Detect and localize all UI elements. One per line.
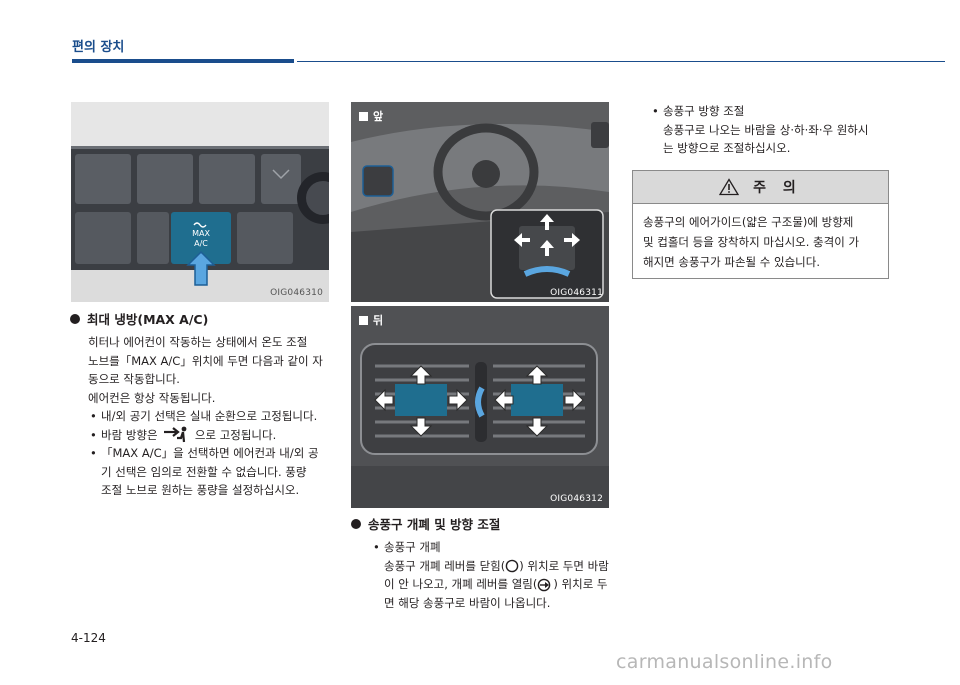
max-ac-button-label: MAX A/C: [171, 229, 231, 249]
figure-code: OIG046310: [270, 288, 323, 298]
watermark: carmanualsonline.info: [616, 651, 833, 673]
vent-line-2-post: ) 위치로 두: [553, 577, 608, 591]
caution-line-1: 송풍구의 에어가이드(얇은 구조물)에 방향제: [643, 215, 854, 229]
max-ac-bullet-3-line2: 기 선택은 임의로 전환할 수 없습니다. 풍량: [101, 464, 307, 479]
front-dashboard-illustration: [351, 102, 609, 302]
vent-bullet-title: 송풍구 개폐: [371, 538, 621, 557]
max-ac-bullet-3-line3: 조절 노브로 원하는 풍량을 설정하십시오.: [101, 483, 300, 497]
vent-line-3: 면 해당 송풍구로 바람이 나옵니다.: [384, 595, 551, 610]
vent-line-1-pre: 송풍구 개폐 레버를 닫힘(: [384, 558, 506, 573]
max-ac-bullet-3: 「MAX A/C」을 선택하면 에어컨과 내/외 공 기 선택은 임의로 전환할…: [88, 444, 333, 500]
vent-line-1-post: ) 위치로 두면 바람: [519, 558, 609, 573]
vent-line-2: 이 안 나오고, 개폐 레버를 열림( ) 위치로 두: [384, 575, 621, 594]
max-ac-bullet-2-post: 으로 고정됩니다.: [194, 427, 277, 442]
warning-triangle-icon: [719, 178, 740, 196]
max-ac-para1-line2: 노브를「MAX A/C」위치에 두면 다음과 같이 자: [88, 353, 323, 368]
direction-body: 송풍구 방향 조절 송풍구로 나오는 바람을 상·하·좌·우 원하시 는 방향으…: [650, 102, 900, 158]
figure-front-vents: 앞 OIG046311: [351, 102, 609, 302]
figure-code: OIG046312: [550, 494, 603, 504]
direction-bullet-title-text: 송풍구 방향 조절: [663, 104, 745, 118]
bullet-dot-icon: [70, 313, 80, 324]
caution-box: 주 의 송풍구의 에어가이드(얇은 구조물)에 방향제 및 컵홀더 등을 장착하…: [632, 170, 889, 279]
max-ac-panel-illustration: [71, 146, 329, 302]
caution-line-3: 해지면 송풍구가 파손될 수 있습니다.: [643, 255, 820, 269]
direction-description: 송풍구로 나오는 바람을 상·하·좌·우 원하시 는 방향으로 조절하십시오.: [650, 121, 900, 158]
section-heading-max-ac: 최대 냉방(MAX A/C): [70, 309, 208, 328]
square-marker-icon: [359, 315, 368, 325]
square-marker-icon: [359, 111, 368, 121]
max-ac-button-line2: A/C: [194, 239, 208, 248]
bullet-dot-icon: [351, 518, 361, 529]
figure-max-ac-button: MAX A/C OIG046310: [71, 102, 329, 302]
direction-line-2: 는 방향으로 조절하십시오.: [663, 141, 791, 155]
vent-line-1: 송풍구 개폐 레버를 닫힘( ) 위치로 두면 바람: [384, 557, 621, 576]
vent-body: 송풍구 개폐 송풍구 개폐 레버를 닫힘( ) 위치로 두면 바람 이 안 나오고…: [371, 538, 621, 612]
max-ac-para2: 에어컨은 항상 작동됩니다.: [88, 390, 216, 405]
figure-code: OIG046311: [550, 288, 603, 298]
header-rule-thin: [297, 61, 945, 62]
page-number: 4-124: [71, 631, 106, 645]
max-ac-para1-line3: 동으로 작동합니다.: [88, 372, 180, 386]
face-vent-mode-icon: [164, 426, 187, 443]
max-ac-bullet-1: 내/외 공기 선택은 실내 순환으로 고정됩니다.: [88, 407, 333, 426]
caution-title: 주 의: [753, 180, 802, 196]
section-heading-max-ac-text: 최대 냉방(MAX A/C): [87, 312, 209, 327]
vent-bullet-title-text: 송풍구 개폐: [384, 540, 441, 554]
caution-text: 송풍구의 에어가이드(얇은 구조물)에 방향제 및 컵홀더 등을 장착하지 마십…: [633, 204, 888, 280]
caution-header: 주 의: [633, 171, 888, 204]
caution-line-2: 및 컵홀더 등을 장착하지 마십시오. 충격이 가: [643, 235, 860, 249]
open-position-icon: [538, 578, 551, 591]
closed-position-icon: [505, 559, 519, 573]
direction-bullet-title: 송풍구 방향 조절: [650, 102, 900, 121]
vent-line-2-pre: 이 안 나오고, 개폐 레버를 열림(: [384, 577, 538, 591]
max-ac-bullet-1-text: 내/외 공기 선택은 실내 순환으로 고정됩니다.: [101, 409, 318, 423]
figure-tag-front-text: 앞: [373, 110, 384, 123]
vent-description: 송풍구 개폐 레버를 닫힘( ) 위치로 두면 바람 이 안 나오고, 개폐 레버…: [371, 557, 621, 613]
max-ac-button-line1: MAX: [192, 229, 210, 238]
max-ac-para1-line1: 히터나 에어컨이 작동하는 상태에서 온도 조절: [88, 335, 308, 349]
max-ac-bullet-2: 바람 방향은 으로 고정됩니다.: [88, 426, 333, 445]
max-ac-body: 히터나 에어컨이 작동하는 상태에서 온도 조절 노브를「MAX A/C」위치에…: [88, 333, 333, 500]
section-heading-vent: 송풍구 개폐 및 방향 조절: [351, 514, 500, 533]
section-heading-vent-text: 송풍구 개폐 및 방향 조절: [368, 517, 501, 532]
page-header-title: 편의 장치: [72, 40, 125, 55]
rear-vent-illustration: [351, 306, 609, 508]
figure-tag-front: 앞: [359, 108, 383, 124]
direction-line-1: 송풍구로 나오는 바람을 상·하·좌·우 원하시: [663, 122, 869, 137]
figure-rear-vents: 뒤 OIG046312: [351, 306, 609, 508]
max-ac-bullet-3-line1: 「MAX A/C」을 선택하면 에어컨과 내/외 공: [101, 446, 319, 460]
header-rule-thick: [72, 59, 294, 63]
max-ac-bullet-2-pre: 바람 방향은: [101, 427, 158, 442]
figure-tag-rear-text: 뒤: [373, 314, 384, 327]
figure-tag-rear: 뒤: [359, 312, 383, 328]
